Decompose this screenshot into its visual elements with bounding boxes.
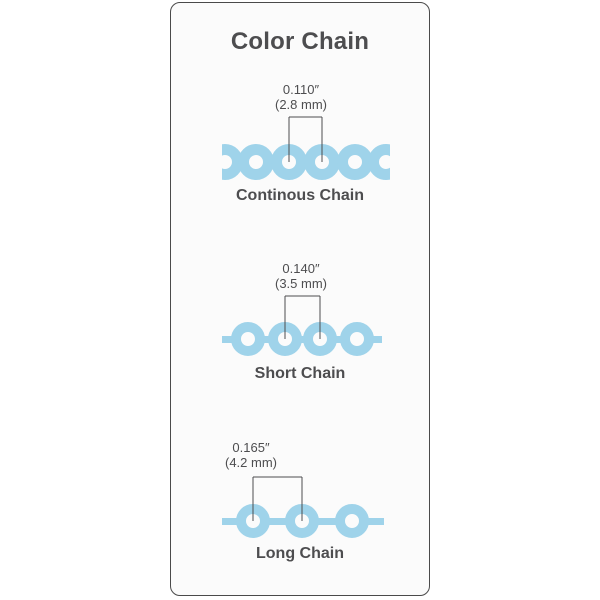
color-chain-card: Color Chain 0.110″ (2.8 mm) Continous Ch…: [170, 2, 430, 596]
long-dimension-mm: (4.2 mm): [225, 455, 277, 470]
short-dimension-inch: 0.140″: [282, 261, 320, 276]
continuous-dimension-mm: (2.8 mm): [275, 97, 327, 112]
continuous-ring: [238, 144, 274, 180]
continuous-ring: [368, 144, 390, 180]
continuous-ring: [222, 144, 243, 180]
long-chain-label: Long Chain: [256, 545, 344, 562]
long-dimension: 0.165″ (4.2 mm): [221, 440, 281, 470]
card-title: Color Chain: [230, 28, 370, 55]
short-ring: [231, 322, 265, 356]
continuous-dimension-inch: 0.110″: [282, 82, 320, 97]
continuous-ring: [337, 144, 373, 180]
continuous-dimension-bracket: [288, 116, 323, 162]
continuous-chain-label: Continous Chain: [236, 187, 364, 204]
continuous-chain-graphic: [222, 116, 390, 180]
long-dimension-bracket: [252, 476, 303, 521]
short-chain-link: [222, 336, 382, 343]
long-dimension-inch: 0.165″: [232, 440, 270, 455]
continuous-dimension: 0.110″ (2.8 mm): [271, 82, 331, 112]
short-chain-label: Short Chain: [254, 365, 346, 382]
short-ring: [340, 322, 374, 356]
long-chain-graphic: [222, 476, 384, 538]
continuous-chain-rings: [222, 144, 390, 180]
short-dimension-mm: (3.5 mm): [275, 276, 327, 291]
short-dimension: 0.140″ (3.5 mm): [271, 261, 331, 291]
long-ring: [335, 504, 369, 538]
short-chain-graphic: [222, 295, 382, 356]
short-dimension-bracket: [284, 295, 321, 339]
